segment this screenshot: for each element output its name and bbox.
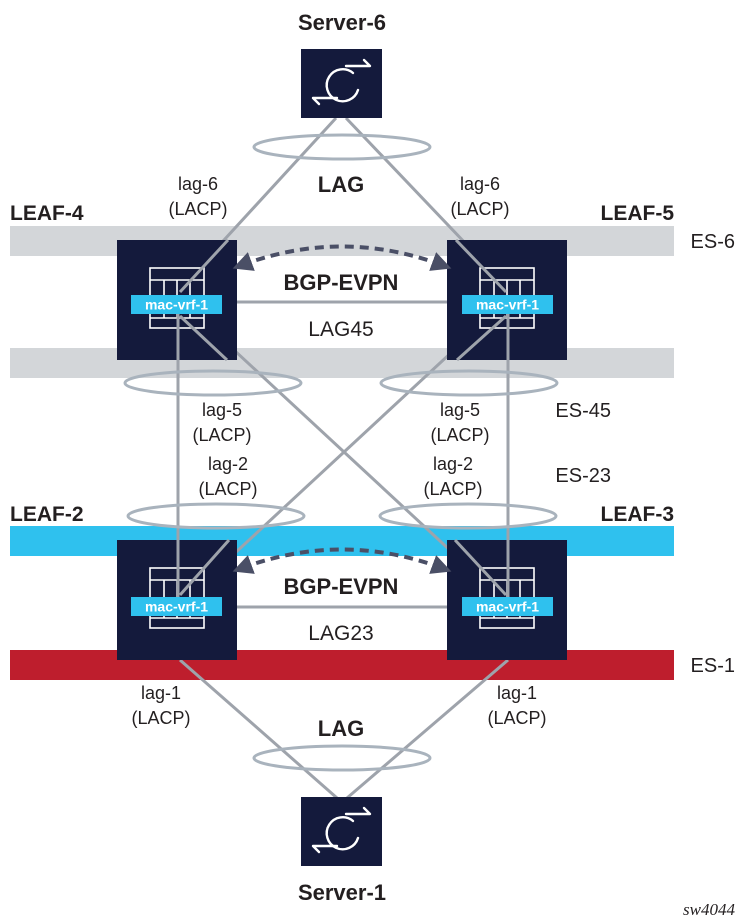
server-1[interactable] (301, 797, 382, 866)
lag2-right-name: lag-2 (433, 454, 473, 474)
leaf-4-label: LEAF-4 (10, 202, 84, 225)
es-1-label: ES-1 (691, 655, 735, 677)
top-lag-label: LAG (318, 172, 364, 197)
lag6-right-name: lag-6 (460, 174, 500, 194)
leaf-2-label: LEAF-2 (10, 503, 84, 526)
labels: Server-6 Server-1 LEAF-4 LEAF-5 LEAF-2 L… (10, 10, 735, 919)
server-6-box (301, 49, 382, 118)
sync-arrows-icon (311, 806, 372, 854)
lag-rings (123, 133, 559, 772)
leaf-3-label: LEAF-3 (601, 503, 675, 526)
lag23-label: LAG23 (308, 622, 373, 645)
lag1-right-name: lag-1 (497, 683, 537, 703)
es-23-band (10, 526, 674, 556)
es-45-label: ES-45 (555, 400, 611, 422)
server-6-label: Server-6 (298, 10, 386, 35)
links-over-devices (176, 238, 510, 597)
es-45-band (10, 348, 674, 378)
link-leaf2-server1 (179, 658, 338, 800)
mac-vrf-label: mac-vrf-1 (476, 599, 539, 615)
lag2-right-proto: (LACP) (423, 479, 482, 499)
ring-lag2-left (126, 502, 306, 530)
mac-vrf-label: mac-vrf-1 (476, 297, 539, 313)
lag5-right-name: lag-5 (440, 400, 480, 420)
lag2-left-name: lag-2 (208, 454, 248, 474)
leaf-5-label: LEAF-5 (601, 202, 675, 225)
lag5-left-proto: (LACP) (192, 425, 251, 445)
ring-lag2-right (378, 502, 558, 530)
lag6-left-proto: (LACP) (168, 199, 227, 219)
figure-id: sw4044 (683, 900, 735, 919)
leaf-5-device[interactable]: mac-vrf-1 (447, 240, 567, 360)
lag45-label: LAG45 (308, 318, 373, 341)
bottom-lag-label: LAG (318, 716, 364, 741)
lag5-right-proto: (LACP) (430, 425, 489, 445)
ring-top-lag (252, 133, 432, 161)
ring-lag5-left (123, 369, 303, 397)
lag6-left-name: lag-6 (178, 174, 218, 194)
server-6[interactable] (301, 49, 382, 118)
server-1-label: Server-1 (298, 880, 386, 905)
leaf-4-device[interactable]: mac-vrf-1 (117, 240, 237, 360)
server-1-box (301, 797, 382, 866)
sync-arrows-icon (311, 58, 372, 106)
mac-vrf-label: mac-vrf-1 (145, 599, 208, 615)
bgp-evpn-top-label: BGP-EVPN (284, 270, 399, 295)
mac-vrf-box (462, 295, 553, 314)
lag6-right-proto: (LACP) (450, 199, 509, 219)
es-6-band (10, 226, 674, 256)
lag1-left-proto: (LACP) (131, 708, 190, 728)
es-1-band (10, 650, 674, 680)
mac-vrf-box (131, 295, 222, 314)
lag1-right-proto: (LACP) (487, 708, 546, 728)
link-leaf3-server1 (346, 658, 509, 800)
ring-bottom-lag (252, 744, 432, 772)
mac-vrf-box (462, 597, 553, 616)
bgp-evpn-bottom-label: BGP-EVPN (284, 574, 399, 599)
es-23-label: ES-23 (555, 465, 611, 487)
mac-vrf-label: mac-vrf-1 (145, 297, 208, 313)
lag2-left-proto: (LACP) (198, 479, 257, 499)
mac-vrf-box (131, 597, 222, 616)
es-6-label: ES-6 (691, 231, 735, 253)
lag5-left-name: lag-5 (202, 400, 242, 420)
lag1-left-name: lag-1 (141, 683, 181, 703)
ring-lag5-right (379, 369, 559, 397)
